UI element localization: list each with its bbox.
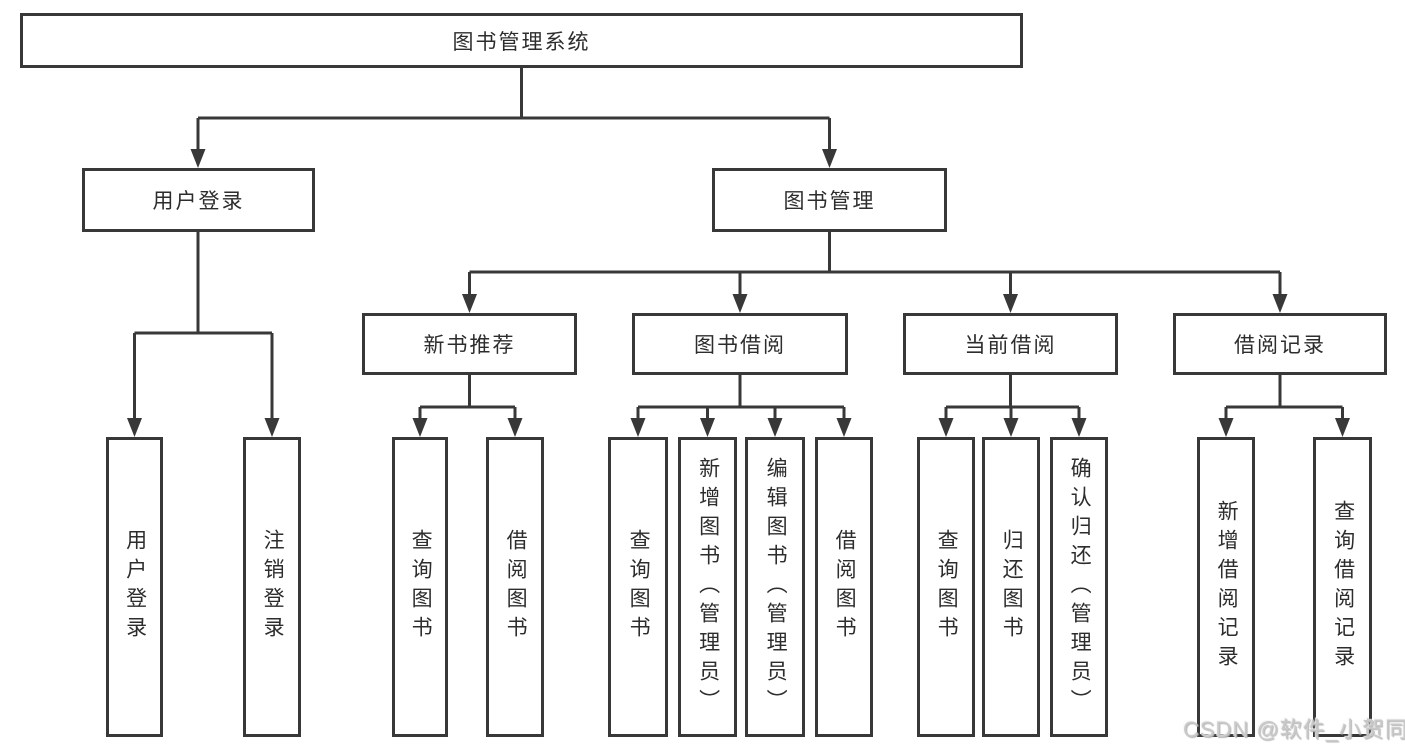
node-book-borrow: 图书借阅 — [632, 313, 848, 375]
leaf-query-books-current: 查询图书 — [917, 437, 975, 737]
node-user-login-label: 用户登录 — [152, 190, 245, 213]
leaf-query-books-borrow: 查询图书 — [608, 437, 668, 737]
node-current-borrow-label: 当前借阅 — [964, 334, 1057, 357]
node-book-management-label: 图书管理 — [783, 190, 876, 213]
node-root: 图书管理系统 — [20, 13, 1023, 68]
node-book-borrow-label: 图书借阅 — [694, 334, 786, 357]
node-new-book-recommend-label: 新书推荐 — [423, 334, 516, 357]
leaf-edit-books-admin: 编辑图书（管理员） — [745, 437, 805, 737]
node-current-borrow: 当前借阅 — [903, 313, 1118, 375]
leaf-query-borrow-record: 查询借阅记录 — [1313, 437, 1372, 737]
node-book-management: 图书管理 — [712, 168, 947, 232]
watermark: CSDN @软件_小贺同学 — [1183, 717, 1405, 742]
leaf-query-books-current-label: 查询图书 — [935, 529, 959, 645]
leaf-user-login: 用户登录 — [106, 437, 163, 737]
node-new-book-recommend: 新书推荐 — [362, 313, 577, 375]
leaf-query-books-recommend: 查询图书 — [392, 437, 448, 737]
leaf-edit-books-admin-label: 编辑图书（管理员） — [764, 456, 788, 718]
leaf-query-books-recommend-label: 查询图书 — [409, 529, 433, 645]
leaf-return-books: 归还图书 — [982, 437, 1040, 737]
leaf-borrow-books-label: 借阅图书 — [833, 529, 857, 645]
leaf-confirm-return-admin: 确认归还（管理员） — [1050, 437, 1108, 737]
node-borrow-records-label: 借阅记录 — [1234, 334, 1326, 357]
arrowheads — [127, 149, 1350, 437]
node-borrow-records: 借阅记录 — [1173, 313, 1387, 375]
node-root-label: 图书管理系统 — [452, 30, 591, 54]
leaf-return-books-label: 归还图书 — [1000, 529, 1024, 645]
leaf-confirm-return-admin-label: 确认归还（管理员） — [1068, 456, 1092, 718]
leaf-add-borrow-record: 新增借阅记录 — [1197, 437, 1255, 737]
leaf-borrow-books-recommend: 借阅图书 — [486, 437, 544, 737]
leaf-logout-label: 注销登录 — [261, 529, 285, 645]
leaf-user-login-label: 用户登录 — [123, 529, 147, 645]
leaf-logout: 注销登录 — [243, 437, 301, 737]
leaf-query-borrow-record-label: 查询借阅记录 — [1331, 500, 1355, 674]
leaf-borrow-books: 借阅图书 — [815, 437, 873, 737]
node-user-login: 用户登录 — [82, 168, 315, 232]
leaf-add-books-admin-label: 新增图书（管理员） — [696, 456, 720, 718]
leaf-add-borrow-record-label: 新增借阅记录 — [1215, 500, 1239, 674]
leaf-borrow-books-recommend-label: 借阅图书 — [504, 529, 528, 645]
leaf-add-books-admin: 新增图书（管理员） — [678, 437, 737, 737]
leaf-query-books-borrow-label: 查询图书 — [627, 529, 651, 645]
